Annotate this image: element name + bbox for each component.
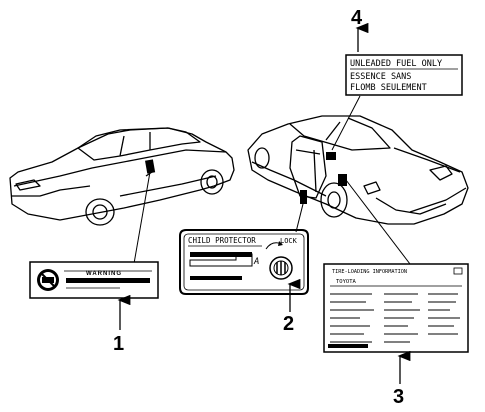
fuel-label-line-2: ESSENCE SANS (350, 72, 411, 82)
callout-3: 3 (393, 386, 404, 408)
lock-text: LOCK (280, 237, 298, 245)
leader-line-2 (295, 203, 304, 233)
fuel-label-line-3: FLOMB SEULEMENT (350, 83, 427, 93)
leader-line-3 (345, 179, 411, 265)
lock-knob-icon (269, 256, 293, 280)
left-car-door-sticker (145, 159, 156, 174)
tire-label-title: TIRE-LOADING INFORMATION (332, 269, 407, 275)
child-protector-title: CHILD PROTECTOR (188, 236, 256, 245)
lock-position-letter: A (253, 257, 259, 267)
left-car (9, 127, 235, 226)
tire-loading-label: TIRE-LOADING INFORMATION TOYOTA (323, 263, 469, 353)
right-car (247, 115, 469, 225)
right-car-jamb-sticker (338, 174, 347, 186)
right-car-fuel-sticker (326, 152, 336, 160)
callout-2: 2 (283, 313, 294, 335)
callout-4: 4 (351, 7, 363, 29)
tire-label-brand: TOYOTA (336, 279, 357, 285)
warning-text: WARNING (86, 271, 122, 277)
right-car-door-sticker (300, 190, 307, 204)
warning-label: WARNING (29, 261, 159, 299)
no-symbol-icon (37, 269, 59, 291)
callout-1: 1 (113, 333, 124, 355)
unleaded-fuel-label: UNLEADED FUEL ONLY ESSENCE SANS FLOMB SE… (345, 54, 463, 96)
fuel-label-line-1: UNLEADED FUEL ONLY (350, 59, 442, 69)
child-protector-label: CHILD PROTECTOR LOCK A (179, 229, 309, 295)
leader-line-4 (331, 95, 361, 151)
